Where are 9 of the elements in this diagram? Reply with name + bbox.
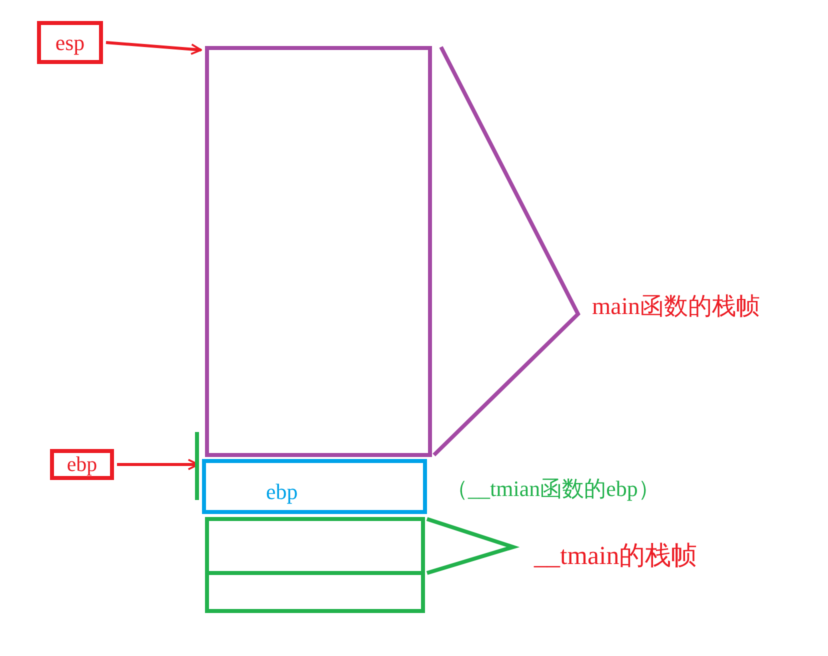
annotation-text: main函数的栈帧 bbox=[592, 293, 760, 322]
register-box: ebp bbox=[50, 449, 114, 480]
annotation-text: （__tmian函数的ebp） bbox=[446, 475, 660, 503]
stack-frame-box bbox=[205, 46, 432, 457]
annotation-text: __tmain的栈帧 bbox=[534, 540, 698, 572]
arrow bbox=[106, 41, 202, 55]
register-box: esp bbox=[37, 21, 103, 64]
stack-slot-box: ebp bbox=[202, 459, 427, 514]
stack-frame-box bbox=[205, 517, 425, 613]
